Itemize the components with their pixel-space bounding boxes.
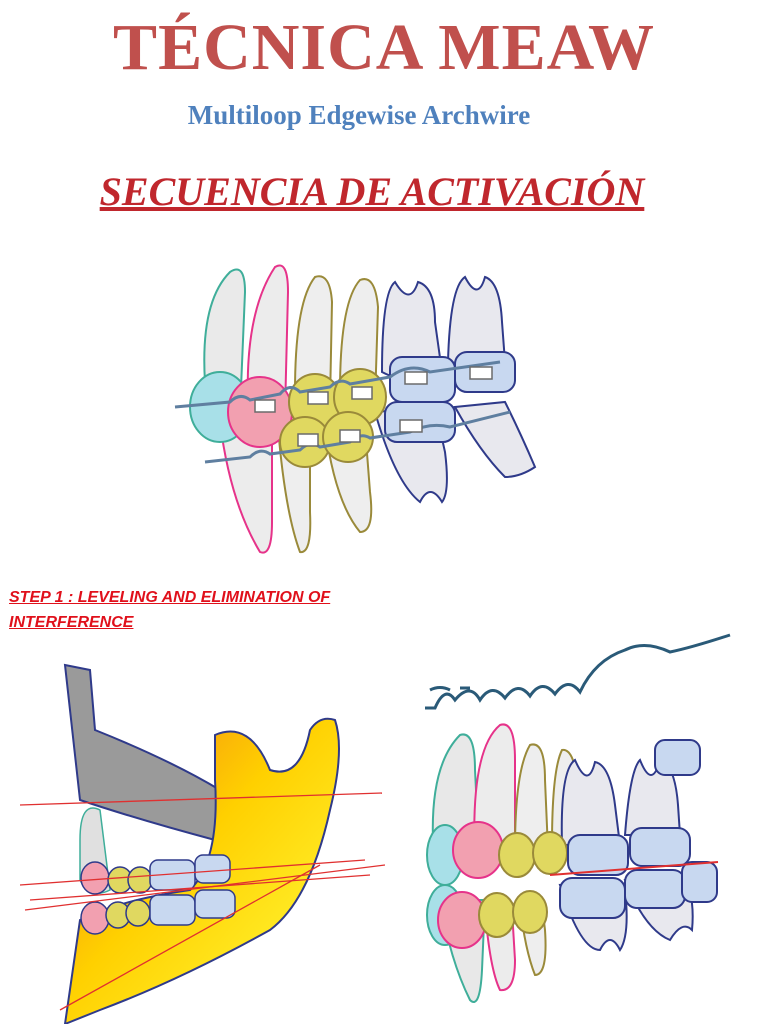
step-heading: STEP 1 : LEVELING AND ELIMINATION OF INT… (9, 589, 331, 631)
document-subtitle: Multiloop Edgewise Archwire (187, 100, 531, 130)
teeth-archwire-illustration (174, 264, 537, 554)
archwire-occlusion-illustration (425, 633, 731, 1003)
section-heading: SECUENCIA DE ACTIVACIÓN (99, 169, 645, 214)
skull-cephalometric-illustration (20, 663, 385, 1024)
document-title: TÉCNICA MEAW (113, 11, 655, 84)
